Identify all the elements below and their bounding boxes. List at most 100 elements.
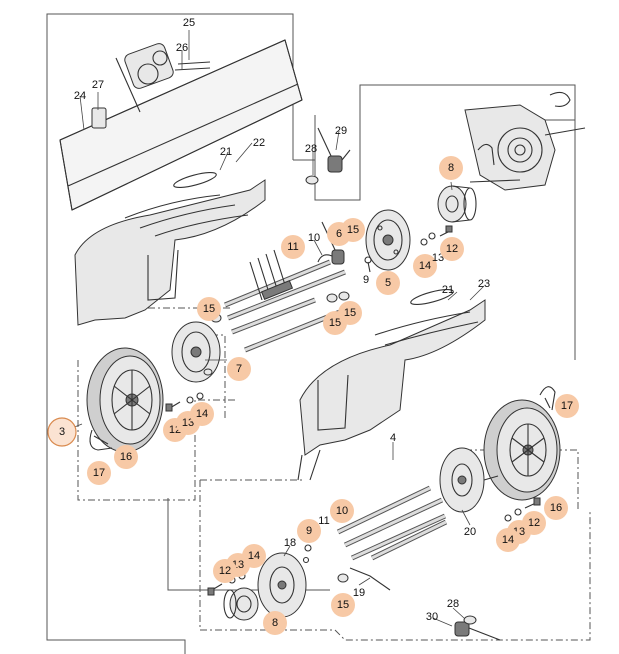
callout-highlight bbox=[227, 357, 251, 381]
callout-highlight bbox=[263, 611, 287, 635]
rods-lower bbox=[336, 485, 448, 561]
callout-26: 26 bbox=[176, 42, 188, 54]
callout-highlight bbox=[440, 237, 464, 261]
rods-upper bbox=[224, 249, 346, 353]
spring-29 bbox=[305, 127, 351, 185]
callout-highlight bbox=[190, 402, 214, 426]
callout-number: 12 bbox=[219, 565, 231, 577]
callout-number: 10 bbox=[308, 232, 320, 244]
callout-12: 12 bbox=[440, 237, 464, 261]
callout-3: 3 bbox=[47, 417, 77, 447]
callout-number: 15 bbox=[344, 307, 356, 319]
callout-4: 4 bbox=[390, 432, 396, 444]
gearbox bbox=[464, 91, 586, 191]
spring-30 bbox=[454, 615, 501, 641]
disc-7 bbox=[171, 321, 221, 383]
callout-number: 4 bbox=[390, 432, 396, 444]
hub-8-top bbox=[437, 185, 477, 223]
callout-number: 6 bbox=[336, 228, 342, 240]
disc-5 bbox=[365, 209, 411, 271]
callout-22: 22 bbox=[253, 137, 265, 149]
callout-8: 8 bbox=[263, 611, 287, 635]
callout-number: 25 bbox=[183, 17, 195, 29]
callout-highlight bbox=[496, 528, 520, 552]
callout-number: 15 bbox=[337, 599, 349, 611]
callout-highlight bbox=[47, 417, 77, 447]
callout-10: 10 bbox=[330, 499, 354, 523]
callout-9: 9 bbox=[297, 519, 321, 543]
callout-15: 15 bbox=[341, 218, 365, 242]
callout-number: 27 bbox=[92, 79, 104, 91]
callout-17: 17 bbox=[87, 461, 111, 485]
callout-number: 20 bbox=[464, 526, 476, 538]
callout-number: 24 bbox=[74, 90, 86, 102]
callout-highlight bbox=[197, 297, 221, 321]
callout-number: 3 bbox=[59, 426, 65, 438]
callout-17: 17 bbox=[555, 394, 579, 418]
callout-15: 15 bbox=[331, 593, 355, 617]
clip-left bbox=[89, 429, 113, 451]
callout-number: 18 bbox=[284, 537, 296, 549]
callout-21: 21 bbox=[442, 284, 454, 296]
callout-number: 13 bbox=[182, 417, 194, 429]
callout-number: 9 bbox=[363, 274, 369, 286]
callout-24: 24 bbox=[74, 90, 86, 102]
callout-highlight bbox=[87, 461, 111, 485]
callout-number: 22 bbox=[253, 137, 265, 149]
callout-number: 28 bbox=[305, 143, 317, 155]
callout-27: 27 bbox=[92, 79, 104, 91]
callout-14: 14 bbox=[496, 528, 520, 552]
callout-19: 19 bbox=[353, 587, 365, 599]
callout-7: 7 bbox=[227, 357, 251, 381]
callout-highlight bbox=[338, 301, 362, 325]
callout-number: 23 bbox=[478, 278, 490, 290]
callout-number: 15 bbox=[347, 224, 359, 236]
gear-housing bbox=[91, 43, 211, 129]
callout-number: 15 bbox=[329, 317, 341, 329]
callout-number: 14 bbox=[502, 534, 514, 546]
disc-18 bbox=[257, 552, 310, 618]
callout-highlight bbox=[297, 519, 321, 543]
callout-number: 10 bbox=[336, 505, 348, 517]
callout-28: 28 bbox=[447, 598, 459, 610]
disc-20 bbox=[439, 447, 499, 513]
callout-highlight bbox=[330, 499, 354, 523]
callout-number: 8 bbox=[448, 162, 454, 174]
callout-5: 5 bbox=[376, 271, 400, 295]
callout-highlight bbox=[439, 156, 463, 180]
lower-chute bbox=[297, 288, 486, 481]
callout-number: 21 bbox=[220, 146, 232, 158]
callout-number: 19 bbox=[353, 587, 365, 599]
callout-highlight bbox=[114, 445, 138, 469]
callout-number: 12 bbox=[446, 243, 458, 255]
clip-right bbox=[539, 386, 556, 411]
callout-number: 30 bbox=[426, 611, 438, 623]
spring-6 bbox=[317, 221, 345, 265]
callout-highlight bbox=[281, 235, 305, 259]
callout-20: 20 bbox=[464, 526, 476, 538]
callout-number: 7 bbox=[236, 363, 242, 375]
upper-chute bbox=[74, 171, 266, 326]
spring-19 bbox=[337, 567, 391, 591]
callout-16: 16 bbox=[544, 496, 568, 520]
fasteners-right bbox=[504, 497, 541, 522]
callout-highlight bbox=[376, 271, 400, 295]
callout-8: 8 bbox=[439, 156, 463, 180]
callout-12: 12 bbox=[213, 559, 237, 583]
callout-number: 17 bbox=[561, 400, 573, 412]
callout-highlight bbox=[213, 559, 237, 583]
fasteners-left bbox=[165, 392, 204, 412]
callout-number: 9 bbox=[306, 525, 312, 537]
callout-30: 30 bbox=[426, 611, 438, 623]
callout-highlight bbox=[413, 254, 437, 278]
callout-15: 15 bbox=[197, 297, 221, 321]
callout-15: 15 bbox=[338, 301, 362, 325]
callout-highlight bbox=[555, 394, 579, 418]
wheel-right bbox=[483, 399, 561, 501]
callout-11: 11 bbox=[318, 515, 329, 527]
callout-number: 11 bbox=[287, 241, 298, 253]
callout-13: 13 bbox=[432, 252, 444, 264]
callout-number: 26 bbox=[176, 42, 188, 54]
callout-number: 14 bbox=[248, 550, 260, 562]
